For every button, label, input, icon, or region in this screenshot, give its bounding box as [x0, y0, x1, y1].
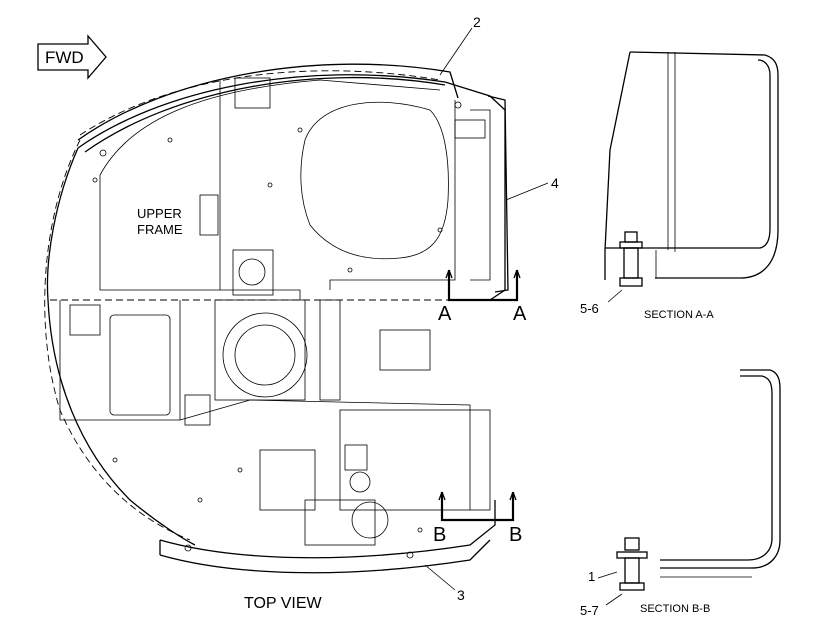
cut-a-right-label: A	[513, 303, 527, 325]
section-cut-aa: A A	[438, 269, 527, 325]
mounting-holes	[92, 101, 462, 559]
upper-frame-label-line2: FRAME	[137, 222, 183, 237]
cut-a-left-label: A	[438, 303, 452, 325]
callout-4-label: 4	[551, 175, 559, 191]
callout-4: 4	[505, 175, 559, 201]
callout-2: 2	[439, 14, 481, 76]
section-aa-detail: 5-6 SECTION A-A	[580, 51, 779, 321]
cut-b-right-label: B	[509, 524, 522, 546]
section-cut-bb: B B	[433, 491, 522, 546]
callout-2-label: 2	[473, 14, 481, 30]
cut-b-left-label: B	[433, 524, 446, 546]
top-view-title: TOP VIEW	[244, 595, 323, 612]
callout-3: 3	[424, 564, 465, 603]
section-bb-title: SECTION B-B	[640, 603, 710, 615]
callout-5-7-label: 5-7	[580, 603, 599, 618]
fwd-label: FWD	[45, 48, 84, 67]
section-aa-title: SECTION A-A	[644, 309, 714, 321]
section-bb-detail: 1 5-7 SECTION B-B	[580, 369, 781, 618]
upper-frame-label-line1: UPPER	[137, 206, 182, 221]
callout-1-label: 1	[588, 569, 595, 584]
callout-5-6-label: 5-6	[580, 301, 599, 316]
callout-3-label: 3	[457, 587, 465, 603]
upper-frame-outline	[44, 63, 509, 574]
fwd-arrow: FWD	[37, 34, 107, 80]
